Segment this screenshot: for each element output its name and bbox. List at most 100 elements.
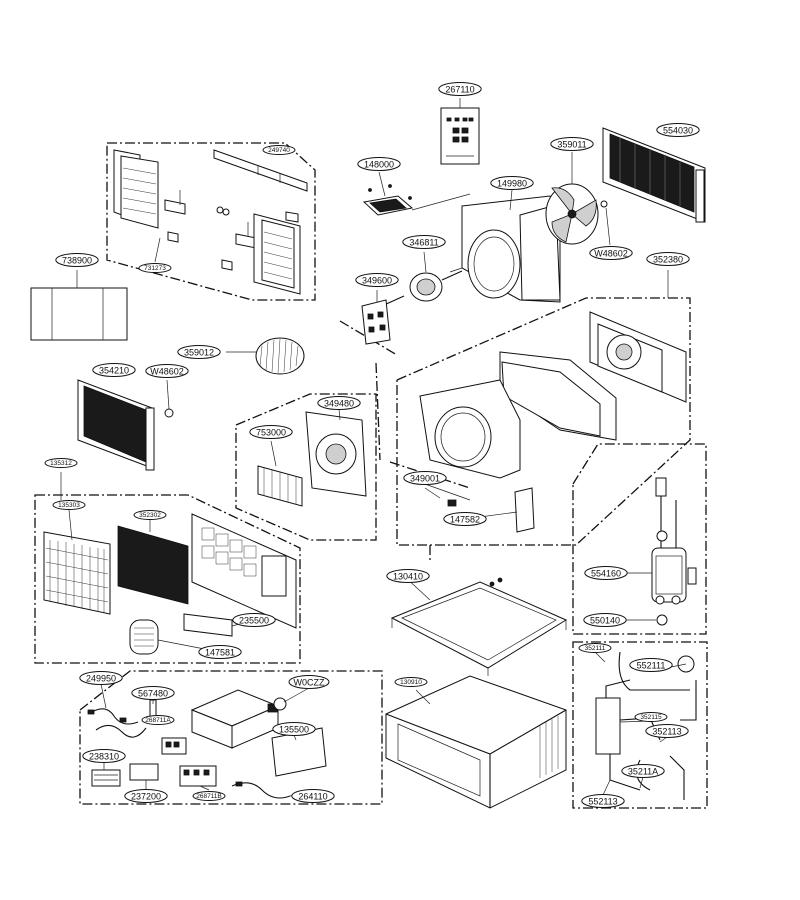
- group-border-top-left: [106, 142, 316, 301]
- part-label-352115: 352115: [634, 712, 668, 722]
- heater-element: [257, 440, 303, 507]
- motor-bracket: [361, 290, 391, 345]
- part-label-text: 731273: [144, 265, 166, 272]
- part-label-264110: 264110: [291, 789, 335, 803]
- group-border-tubing: [572, 641, 708, 809]
- evaporator-coil: [77, 379, 174, 471]
- part-label-text: 235500: [239, 616, 269, 626]
- compressor: [626, 477, 697, 626]
- part-label-text: 554160: [591, 569, 621, 579]
- front-grille: [43, 472, 111, 615]
- part-label-354210: 354210: [92, 363, 136, 377]
- part-label-267110: 267110: [438, 82, 482, 96]
- part-label-352380: 352380: [646, 252, 690, 266]
- part-label-text: 552111: [637, 661, 666, 671]
- condenser-fan: [545, 152, 611, 246]
- part-label-text: 130410: [393, 572, 423, 582]
- part-label-567480: 567480: [131, 686, 175, 700]
- part-number-labels: 2671102497401480003590115540301499803468…: [44, 82, 700, 808]
- part-label-249740: 249740: [262, 145, 296, 155]
- part-label-text: 130910: [400, 679, 422, 686]
- part-label-text: 354210: [99, 366, 129, 376]
- part-label-738900: 738900: [55, 253, 99, 267]
- part-label-text: 352113: [652, 727, 681, 737]
- part-label-554030: 554030: [656, 123, 700, 137]
- part-label-text: 359011: [557, 140, 586, 150]
- fan-shroud: [449, 189, 561, 303]
- part-label-text: 267110: [445, 85, 474, 95]
- part-label-text: 352115: [640, 714, 662, 721]
- part-label-w48602-b: W48602: [145, 364, 189, 378]
- group-border-compressor: [572, 443, 707, 635]
- part-label-text: 147581: [205, 648, 235, 658]
- part-label-text: 148000: [364, 160, 394, 170]
- part-label-text: W0CZZ: [294, 678, 325, 688]
- group-border-center: [396, 297, 691, 546]
- part-label-130910: 130910: [394, 677, 428, 687]
- part-label-text: 352380: [653, 255, 683, 265]
- part-label-135500: 135500: [272, 722, 316, 736]
- part-label-text: 147582: [450, 515, 480, 525]
- part-label-text: 349480: [324, 399, 354, 409]
- group-border-blower: [235, 393, 377, 541]
- part-label-text: 35211A: [628, 767, 658, 777]
- scroll-housing: [407, 351, 617, 533]
- part-label-135312: 135312: [44, 458, 78, 468]
- part-label-text: 550140: [590, 616, 620, 626]
- part-label-135303: 135303: [52, 500, 86, 510]
- control-box: [190, 689, 327, 777]
- evaporator-housing: [589, 270, 687, 403]
- part-label-148000: 148000: [357, 157, 401, 171]
- part-label-130410: 130410: [386, 569, 430, 583]
- part-label-text: 237200: [131, 792, 161, 802]
- part-label-text: 268711B: [196, 793, 222, 800]
- part-label-552113: 552113: [581, 794, 625, 808]
- vent-louver: [129, 619, 159, 655]
- part-label-text: 346811: [409, 238, 438, 248]
- part-label-text: 249950: [86, 674, 116, 684]
- part-label-text: 135312: [50, 460, 72, 467]
- part-label-text: 135303: [58, 502, 80, 509]
- cabinet: [385, 675, 567, 809]
- part-label-text: W48602: [150, 367, 184, 377]
- part-label-235500: 235500: [232, 613, 276, 627]
- part-label-237200: 237200: [124, 789, 168, 803]
- part-label-349600: 349600: [355, 273, 399, 287]
- part-label-552111: 552111: [629, 658, 673, 672]
- part-label-268711b: 268711B: [192, 791, 226, 801]
- manual-booklet: [30, 270, 128, 341]
- part-label-346811: 346811: [402, 235, 446, 249]
- blower-wheel: [226, 337, 305, 375]
- top-plate: [362, 171, 471, 216]
- part-label-text: 135500: [279, 725, 309, 735]
- filter: [117, 525, 189, 605]
- part-label-349001: 349001: [403, 471, 447, 485]
- part-label-text: 554030: [663, 126, 693, 136]
- part-label-352113-a: 352113: [645, 724, 689, 738]
- group-border-front: [34, 494, 301, 664]
- part-label-text: 349600: [362, 276, 392, 286]
- front-panel: [183, 513, 297, 637]
- part-label-359011: 359011: [550, 137, 594, 151]
- control-label-card: [440, 98, 480, 165]
- side-panel-parts: [113, 149, 308, 295]
- part-label-text: 359012: [184, 348, 214, 358]
- part-label-731273: 731273: [138, 263, 172, 273]
- orifice-panel: [305, 411, 367, 497]
- group-borders: [34, 142, 708, 809]
- part-label-text: 349001: [410, 474, 440, 484]
- part-label-w0czz: W0CZZ: [288, 675, 330, 689]
- part-label-text: 738900: [62, 256, 92, 266]
- refrigerant-tubing: [594, 651, 697, 800]
- part-label-550140: 550140: [583, 613, 627, 627]
- part-label-249950: 249950: [79, 671, 123, 685]
- part-label-text: 249740: [268, 147, 290, 154]
- part-label-349480: 349480: [317, 396, 361, 410]
- part-label-text: W48602: [594, 249, 628, 259]
- part-label-238310: 238310: [82, 749, 126, 763]
- part-label-554160: 554160: [584, 566, 628, 580]
- part-label-text: 753000: [256, 428, 286, 438]
- part-label-w48602-a: W48602: [589, 246, 633, 260]
- part-label-359012: 359012: [177, 345, 221, 359]
